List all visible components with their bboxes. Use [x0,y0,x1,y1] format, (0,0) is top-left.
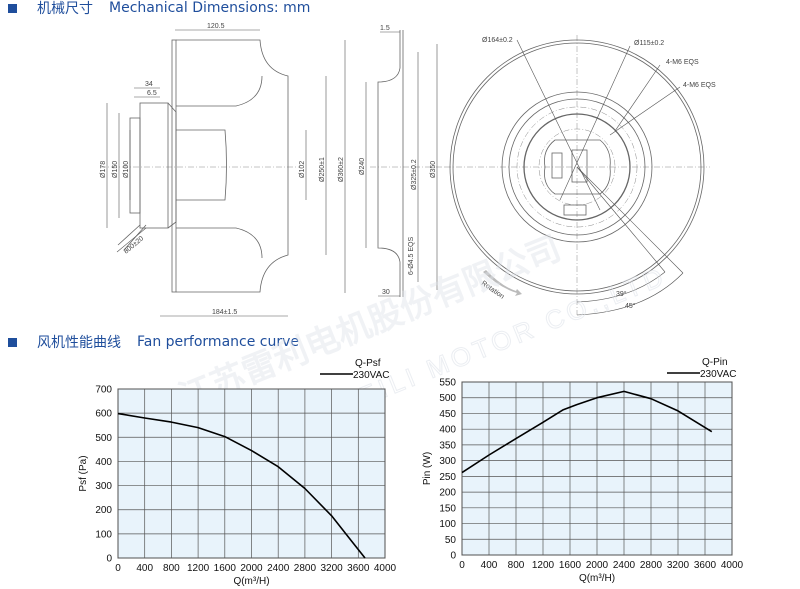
legend-title: Q-Psf [355,358,381,369]
x-tick-label: 1600 [214,563,237,574]
x-tick-label: 2800 [640,560,663,571]
y-tick-label: 200 [439,488,456,499]
x-tick-label: 3200 [320,563,343,574]
y-tick-label: 400 [95,457,112,468]
y-tick-label: 0 [106,554,112,565]
header-cn: 风机性能曲线 [37,335,121,351]
header-cn: 机械尺寸 [37,1,93,17]
x-tick-label: 1200 [187,563,210,574]
legend-title: Q-Pin [702,357,728,368]
y-tick-label: 500 [439,393,456,404]
x-tick-label: 4000 [374,563,397,574]
y-tick-label: 450 [439,409,456,420]
dim-label: Ø240 [359,158,366,175]
x-tick-label: 2400 [613,560,636,571]
x-tick-label: 0 [459,560,465,571]
x-tick-label: 1200 [532,560,555,571]
dim-label: 6.5 [147,90,157,97]
dim-label: Ø150 [112,161,119,178]
rotation-arrow-icon [483,270,522,296]
y-axis-label: Psf (Pa) [78,455,89,491]
dim-label: 6-Ø4.5 EQS [408,237,415,275]
section-header-dimensions: 机械尺寸 Mechanical Dimensions: mm [8,0,310,18]
x-tick-label: 3600 [694,560,717,571]
dim-label: Ø360±2 [338,157,345,182]
y-tick-label: 150 [439,503,456,514]
y-tick-label: 250 [439,472,456,483]
chart-q-pin: 0 400 800 1200 1600 2000 2400 2800 3200 3600 4000 0… [422,357,744,584]
x-tick-label: 2000 [240,563,263,574]
x-tick-label: 3600 [347,563,370,574]
x-tick-label: 2000 [586,560,609,571]
dim-label: Ø100 [123,161,130,178]
dim-label: 45° [625,302,636,310]
x-tick-label: 800 [163,563,180,574]
x-tick-label: 2400 [267,563,290,574]
dim-label: Ø250±1 [319,157,326,182]
y-tick-label: 700 [95,385,112,396]
y-tick-label: 100 [95,529,112,540]
y-tick-label: 550 [439,378,456,389]
dim-label: Ø102 [299,161,306,178]
y-tick-label: 50 [445,535,457,546]
x-tick-label: 3200 [667,560,690,571]
y-tick-label: 600 [95,409,112,420]
y-tick-label: 0 [450,551,456,562]
dim-label: 30 [382,289,390,296]
dim-label: 120.5 [207,23,225,30]
legend-label: 230VAC [700,369,737,380]
x-axis-label: Q(m³/H) [233,576,269,587]
x-tick-label: 2800 [294,563,317,574]
dim-label: Ø115±0.2 [634,40,664,47]
x-tick-label: 0 [115,563,121,574]
x-axis-label: Q(m³/H) [579,573,615,584]
x-tick-label: 400 [481,560,498,571]
y-tick-label: 500 [95,433,112,444]
side-view-drawing: 120.5 34 6.5 Ø178 Ø150 Ø100 800±20 Ø102 … [100,23,346,317]
x-tick-label: 800 [508,560,525,571]
section-header-performance: 风机性能曲线 Fan performance curve [8,332,299,352]
y-tick-label: 200 [95,505,112,516]
dim-label: Ø325±0.2 [411,159,418,190]
dim-label: 34 [145,81,153,88]
bullet-square-icon [8,3,17,13]
y-tick-label: 100 [439,519,456,530]
dim-label: 4-M6 EQS [683,82,716,89]
dim-label: Ø164±0.2 [482,37,513,44]
x-tick-label: 1600 [559,560,582,571]
header-en: Fan performance curve [137,334,300,350]
dim-label: 4-M6 EQS [666,59,699,66]
y-tick-label: 300 [439,456,456,467]
bullet-square-icon [8,337,17,347]
x-tick-label: 4000 [721,560,744,571]
inlet-ring-drawing: 1.5 Ø240 Ø325±0.2 Ø350 6-Ø4.5 EQS 30 [359,25,445,297]
x-tick-label: 400 [136,563,153,574]
dim-label: 184±1.5 [212,309,237,316]
y-axis-label: Pin (W) [422,452,433,485]
dim-label: 39° [616,290,627,298]
legend-label: 230VAC [353,370,390,381]
dim-label: 1.5 [380,25,390,32]
dim-label: Ø178 [100,161,107,178]
header-en: Mechanical Dimensions: mm [109,0,311,16]
y-tick-label: 400 [439,425,456,436]
y-tick-label: 350 [439,440,456,451]
dim-label: Ø350 [430,161,437,178]
y-tick-label: 300 [95,481,112,492]
